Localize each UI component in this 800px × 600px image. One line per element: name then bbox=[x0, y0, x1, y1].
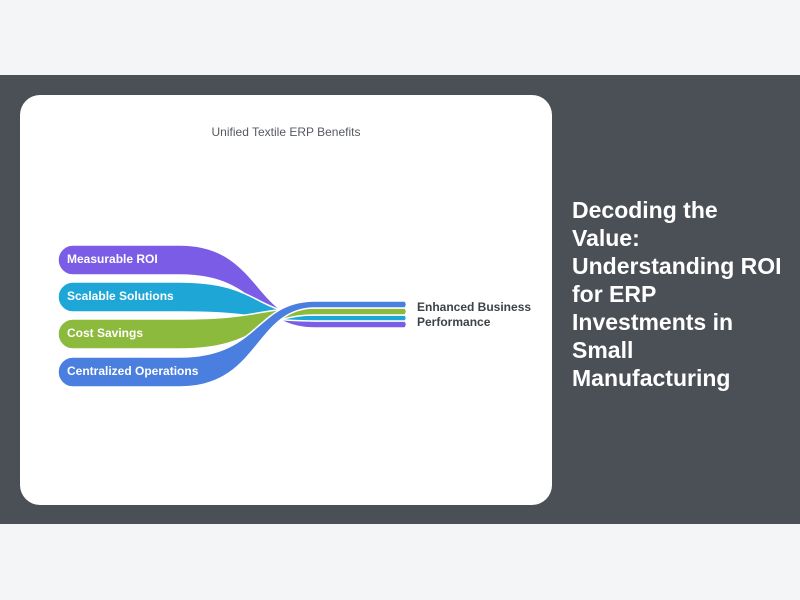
target-label-line2: Performance bbox=[417, 315, 491, 329]
target-label-line1: Enhanced Business bbox=[417, 300, 531, 314]
flow-diagram: Unified Textile ERP Benefits Measurable … bbox=[57, 125, 531, 388]
ribbon-label-cost-savings: Cost Savings bbox=[67, 326, 143, 340]
diagram-title: Unified Textile ERP Benefits bbox=[212, 125, 361, 139]
ribbon-cost-savings bbox=[57, 307, 408, 350]
ribbon-label-measurable-roi: Measurable ROI bbox=[67, 252, 158, 266]
ribbon-centralized-operations bbox=[57, 300, 408, 388]
ribbon-measurable-roi bbox=[57, 244, 408, 329]
ribbon-scalable-solutions bbox=[57, 281, 408, 322]
ribbon-label-scalable-solutions: Scalable Solutions bbox=[67, 289, 174, 303]
page-headline: Decoding the Value: Understanding ROI fo… bbox=[572, 197, 782, 391]
diagram-card: Unified Textile ERP Benefits Measurable … bbox=[20, 95, 552, 505]
ribbon-label-centralized-operations: Centralized Operations bbox=[67, 364, 199, 378]
